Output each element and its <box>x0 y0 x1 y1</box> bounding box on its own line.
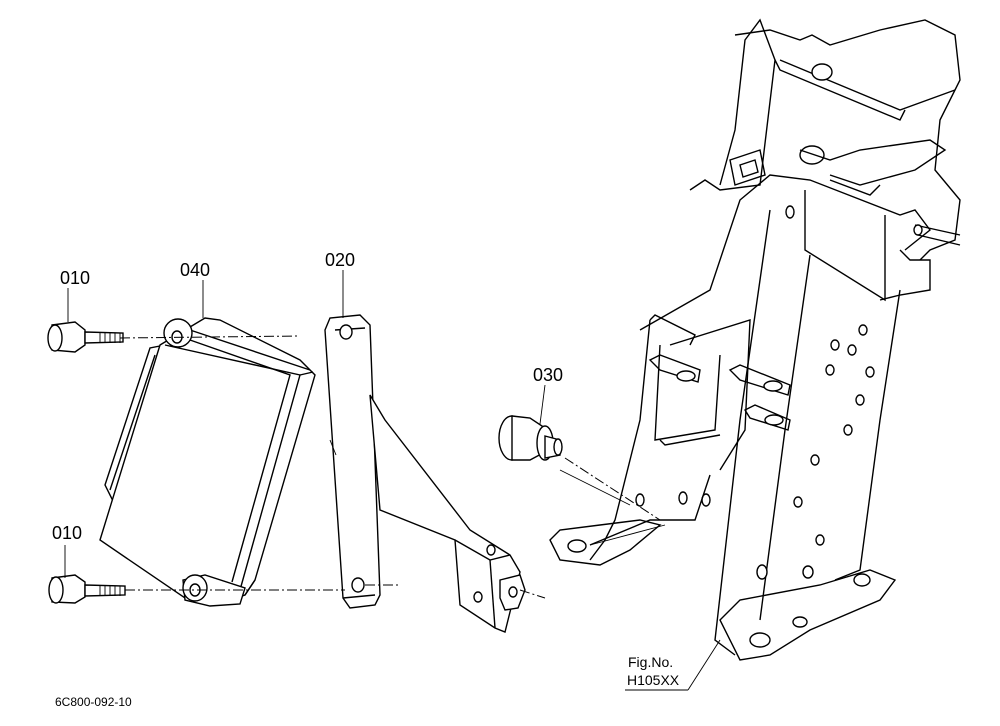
label-bracket: 020 <box>325 250 355 270</box>
bracket-020 <box>324 314 526 633</box>
nut-030 <box>498 415 563 461</box>
label-nut: 030 <box>533 365 563 385</box>
center-lines <box>119 335 661 599</box>
figure-number-value: H105XX <box>627 672 680 688</box>
label-controller: 040 <box>180 260 210 280</box>
tractor-frame <box>549 18 961 691</box>
leader-lines <box>64 270 546 578</box>
figure-number-label: Fig.No. <box>628 654 673 670</box>
label-bolt-upper: 010 <box>60 268 90 288</box>
bolt-lower <box>48 574 126 604</box>
controller-040 <box>99 317 316 607</box>
drawing-code: 6C800-092-10 <box>55 695 132 709</box>
label-bolt-lower: 010 <box>52 523 82 543</box>
bolt-upper <box>47 321 124 353</box>
